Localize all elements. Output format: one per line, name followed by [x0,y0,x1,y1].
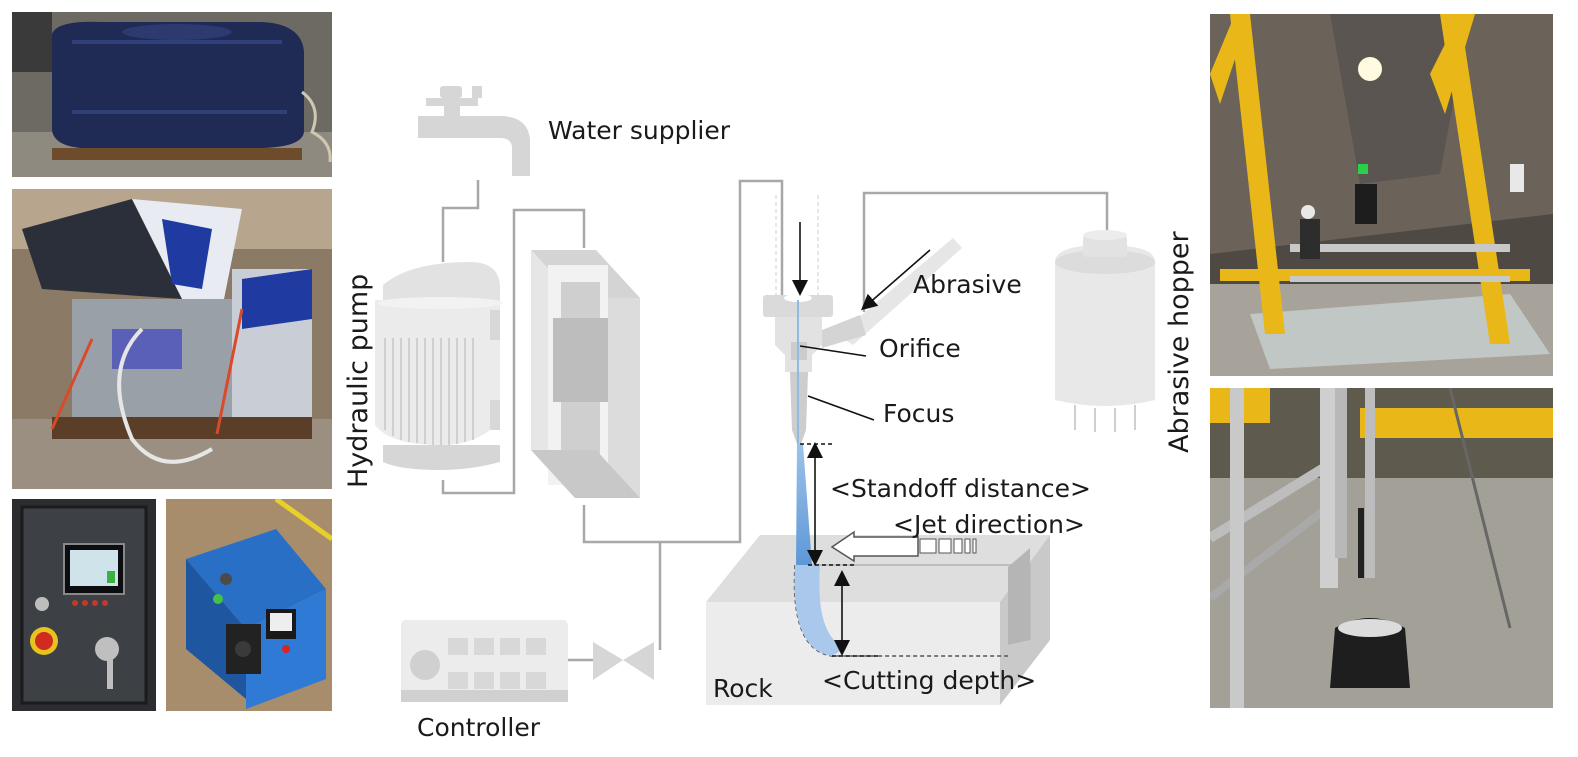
cutting-head-closeup-photo [1210,388,1553,708]
pipe-lines [441,179,1109,662]
controller-icon [401,620,568,702]
cutting-nozzle-icon [763,195,962,445]
blue-control-box-photo [166,499,332,711]
focus-label: Focus [883,399,955,428]
cutting-depth-label: <Cutting depth> [822,666,1037,695]
jet-direction-label: <Jet direction> [893,510,1085,539]
abrasive-hopper-label: Abrasive hopper [1164,231,1195,453]
hydraulic-pump-unit-photo [12,189,332,489]
water-tank-photo [12,12,332,177]
water-tap-icon [418,86,530,176]
hydraulic-pump-label: Hydraulic pump [343,273,374,488]
valve-icon [593,642,654,680]
dimension-markers [792,222,931,657]
abrasive-hopper-icon [1055,230,1155,432]
controller-label: Controller [417,713,540,742]
water-jet [796,444,812,565]
gantry-frame-photo [1210,14,1553,376]
rock-label: Rock [713,674,773,703]
orifice-label: Orifice [879,334,961,363]
water-supplier-label: Water supplier [548,116,731,145]
abrasive-label: Abrasive [913,270,1022,299]
intensifier-icon [531,250,640,498]
hydraulic-pump-icon [375,262,502,470]
rock-block-icon [706,535,1050,705]
standoff-distance-label: <Standoff distance> [830,474,1091,503]
control-panel-photo [12,499,156,711]
jet-direction-arrow-icon [830,530,977,563]
